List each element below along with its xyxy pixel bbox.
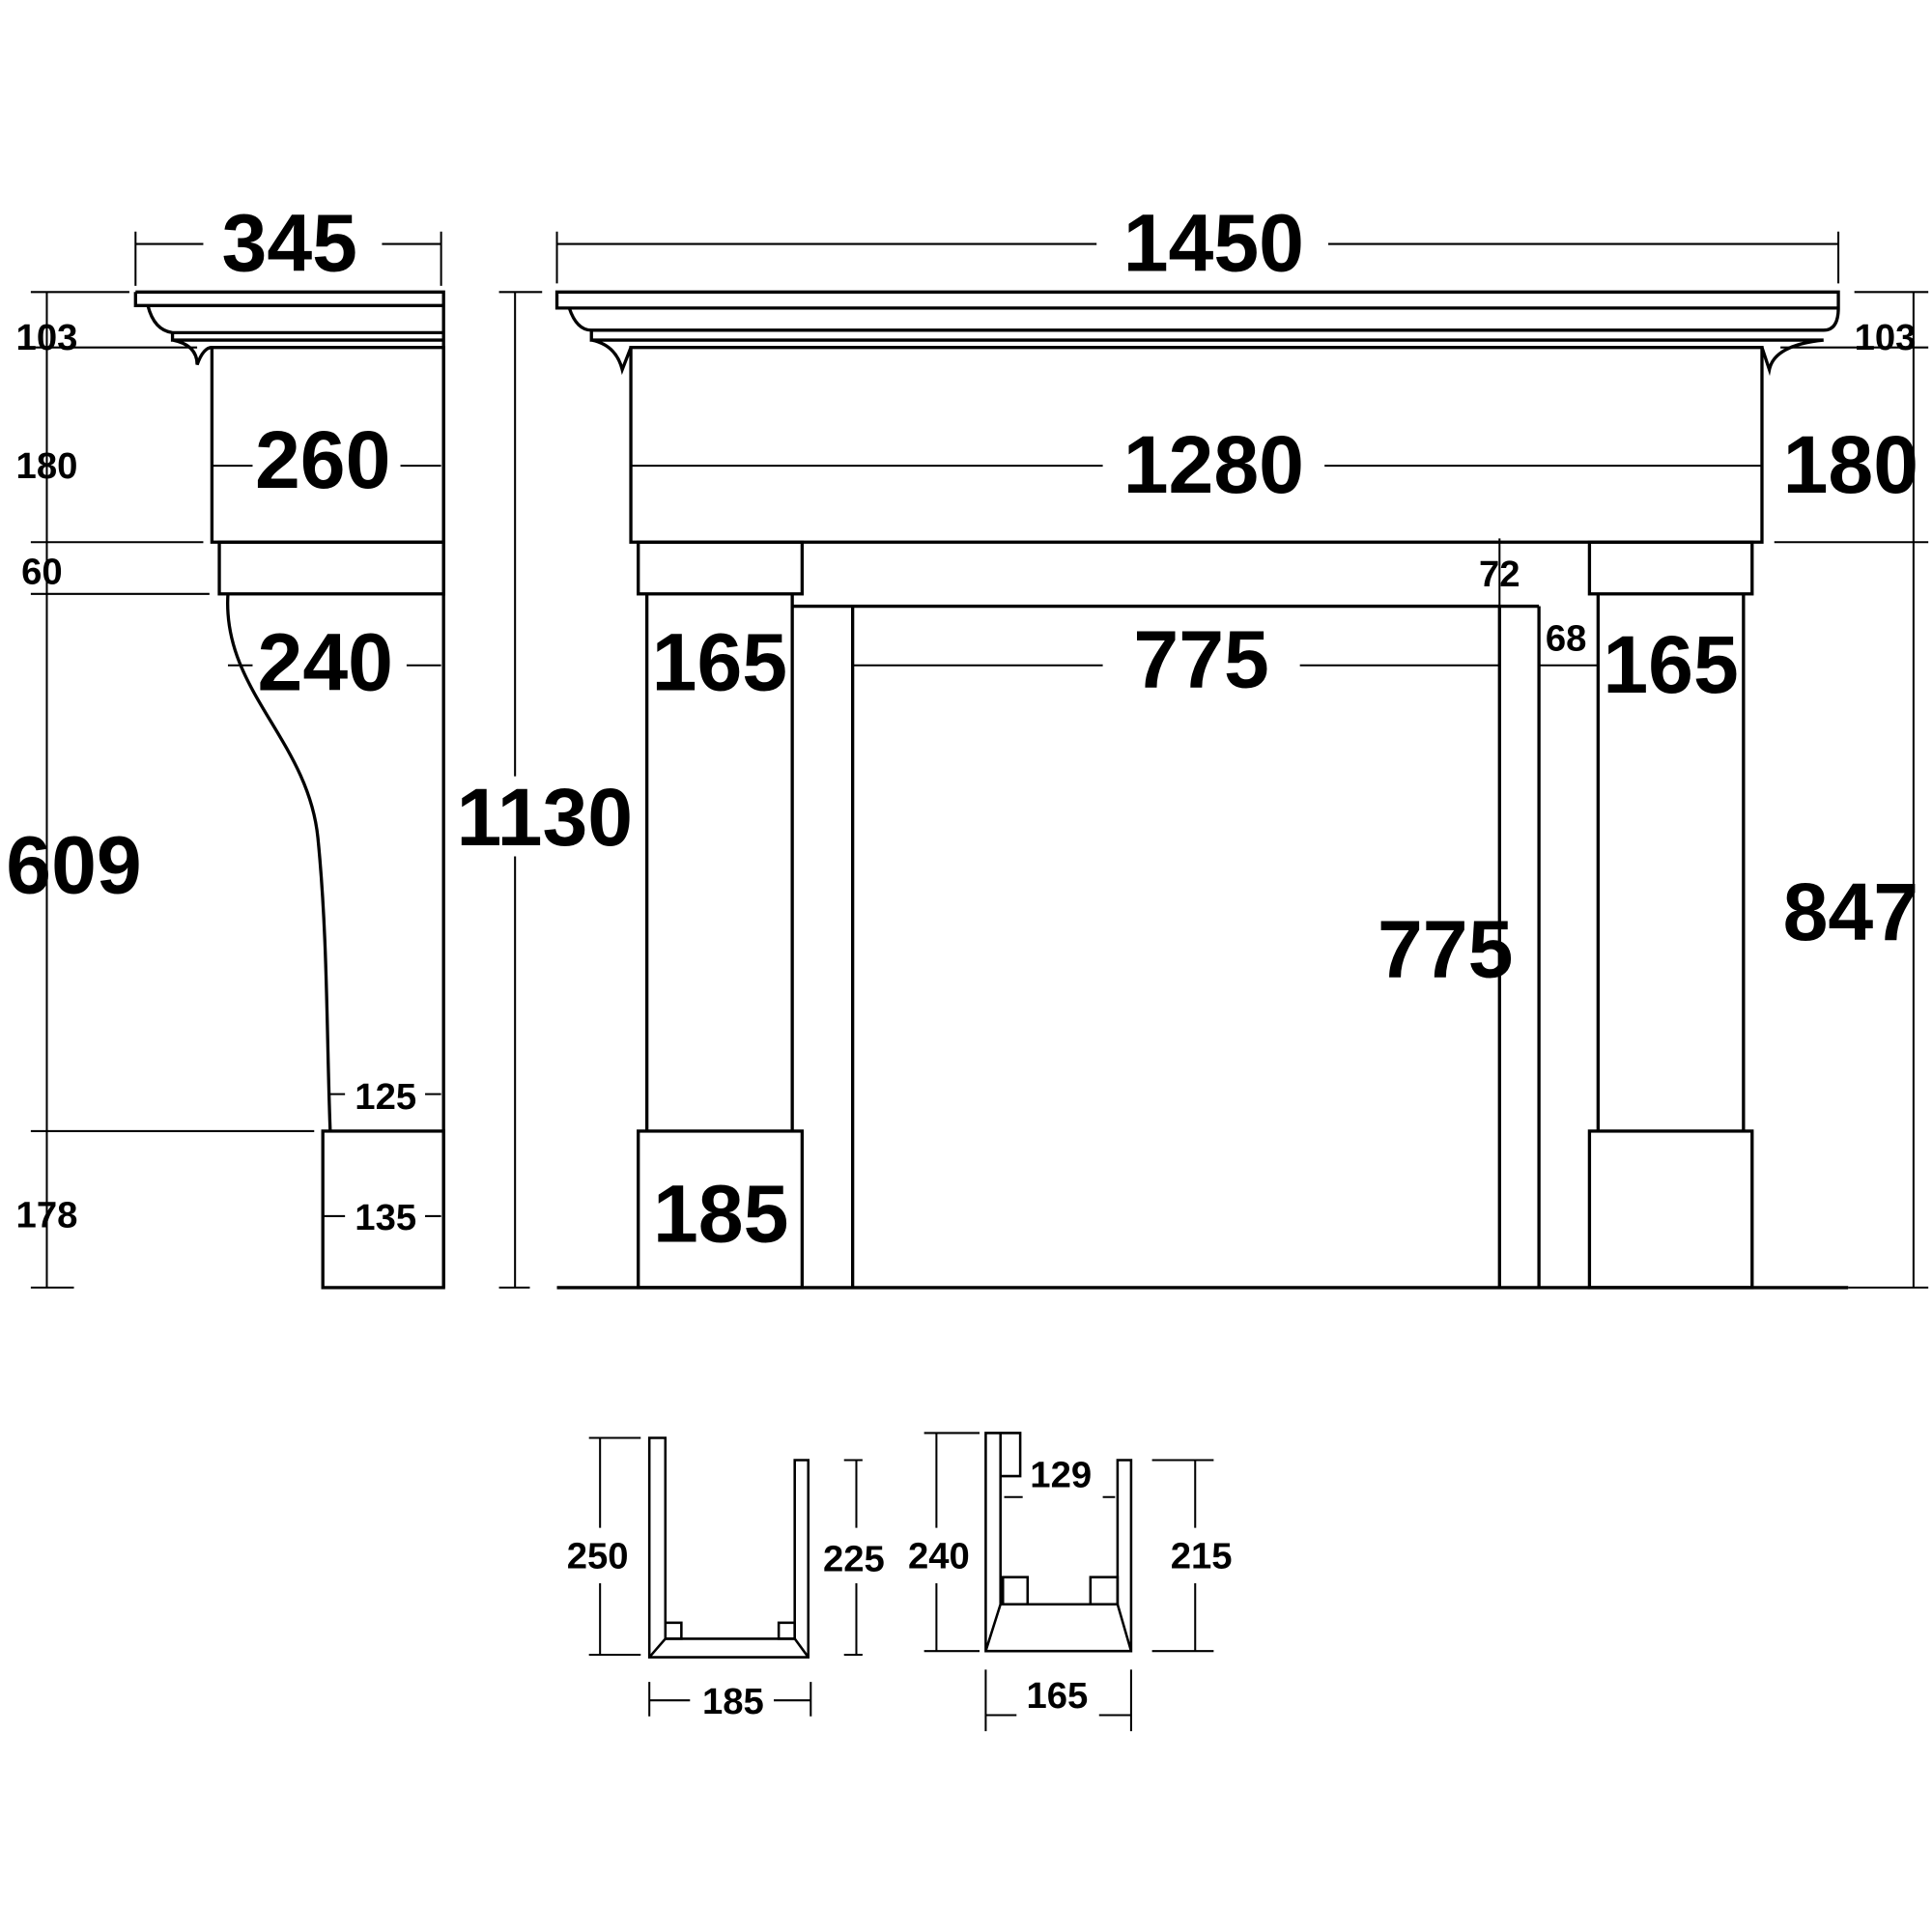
dim-right-cornice: 103 <box>1855 317 1917 358</box>
dim-pilaster-right: 165 <box>1603 619 1738 710</box>
dim-plinth-depth: 135 <box>355 1197 416 1238</box>
section-a: 250 225 185 <box>567 1436 885 1722</box>
dim-b-right-height: 215 <box>1171 1536 1233 1577</box>
dim-frieze-depth: 260 <box>255 414 390 505</box>
dim-cornice-height: 103 <box>16 317 78 358</box>
dim-b-width: 165 <box>1026 1675 1088 1717</box>
dim-corbel-height: 609 <box>6 820 141 911</box>
dim-frieze-width: 1280 <box>1123 419 1304 510</box>
dim-total-width: 1450 <box>1123 198 1304 289</box>
dim-corbel-base: 125 <box>355 1076 416 1118</box>
dim-lintel-gap: 72 <box>1479 554 1520 595</box>
dim-right-frieze: 180 <box>1783 419 1918 510</box>
dim-plinth-width: 185 <box>653 1169 788 1260</box>
side-view: 345 260 240 125 135 103 180 60 609 178 <box>6 198 445 1290</box>
dim-overall-height: 1130 <box>456 772 633 863</box>
dim-corbel-depth: 240 <box>258 616 393 707</box>
front-view: 1450 1280 775 165 68 165 185 72 775 103 … <box>554 198 1929 1290</box>
dim-a-right-height: 225 <box>823 1538 885 1579</box>
dim-leg-height: 847 <box>1783 867 1918 957</box>
dim-slip: 68 <box>1546 617 1587 659</box>
dim-b-inner: 129 <box>1030 1455 1092 1496</box>
dim-frieze-height: 180 <box>16 445 78 487</box>
dim-b-left-height: 240 <box>908 1536 970 1577</box>
section-b: 240 215 129 165 <box>908 1432 1233 1732</box>
dim-pilaster-left: 165 <box>652 616 787 707</box>
dim-a-left-height: 250 <box>567 1536 629 1577</box>
dim-side-depth: 345 <box>222 198 357 289</box>
dim-capital-height: 60 <box>21 552 63 593</box>
dim-plinth-height: 178 <box>16 1194 78 1236</box>
dim-a-width: 185 <box>702 1681 764 1722</box>
dim-opening-width: 775 <box>1133 614 1268 705</box>
dim-opening-height: 775 <box>1378 903 1513 994</box>
